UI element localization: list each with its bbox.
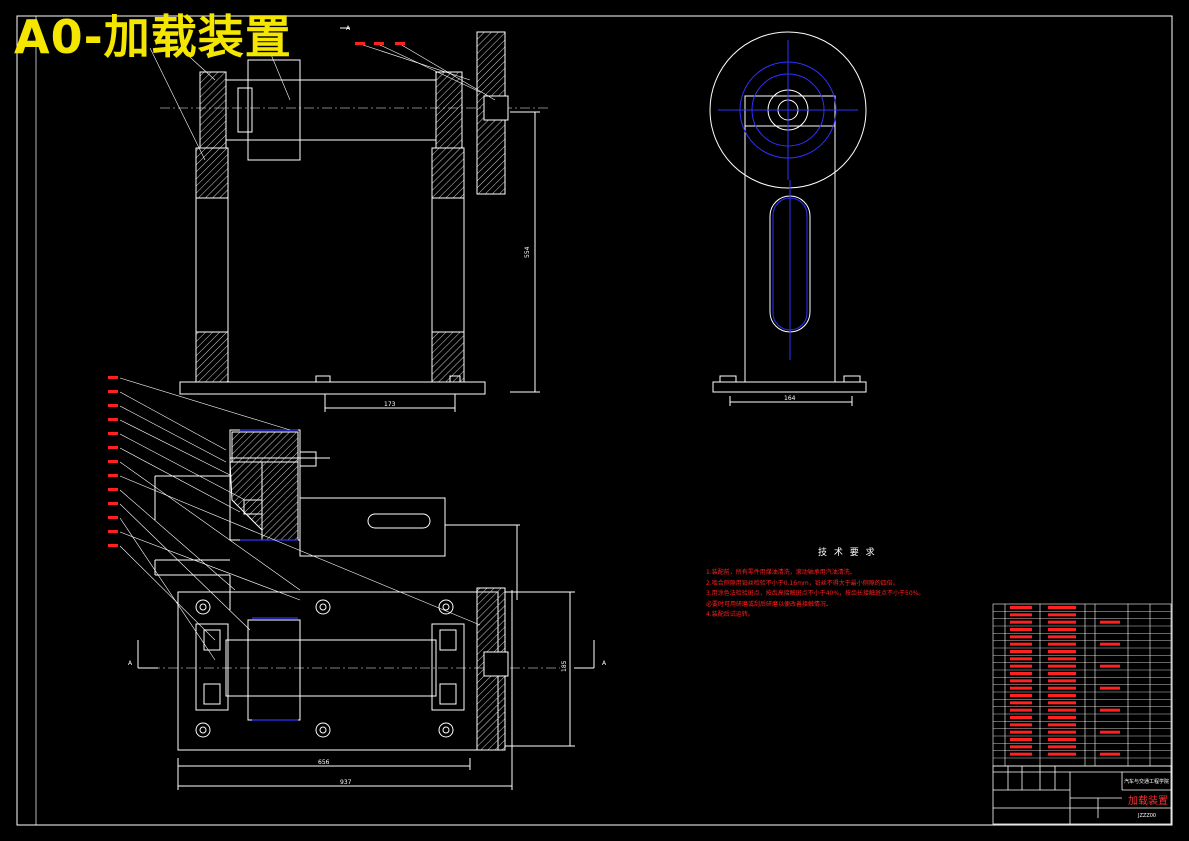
- parts-code-mark: [1010, 708, 1032, 712]
- tech-note: 1.装配前，所有零件用煤油清洗，滚动轴承用汽油清洗。: [706, 569, 856, 576]
- parts-code-mark: [1010, 716, 1032, 719]
- dim-front-width: 173: [384, 401, 396, 408]
- title-block: [992, 765, 1172, 825]
- parts-code-mark: [1010, 635, 1032, 639]
- parts-code-mark: [1010, 738, 1032, 741]
- tech-note: 3.用涂色法检验斑点，按齿高接触斑点不小于40%，按齿长接触斑点不小于50%。: [706, 590, 925, 597]
- parts-material-mark: [1100, 708, 1120, 712]
- parts-name-mark: [1048, 613, 1076, 617]
- tech-requirements-title: 技 术 要 求: [818, 548, 877, 558]
- title-block-school: 汽车与交通工程学院: [1124, 779, 1170, 785]
- parts-material-mark: [1100, 752, 1120, 756]
- parts-name-mark: [1048, 642, 1076, 646]
- parts-material-mark: [1100, 642, 1120, 646]
- parts-code-mark: [1010, 752, 1032, 756]
- parts-name-mark: [1048, 672, 1076, 675]
- parts-name-mark: [1048, 686, 1076, 690]
- inner-border: [35, 15, 1173, 826]
- front-labels-red: [355, 42, 405, 45]
- parts-code-mark: [1010, 730, 1032, 734]
- sheet-border: [16, 15, 1173, 826]
- parts-code-mark: [1010, 628, 1032, 631]
- parts-code-mark: [1010, 606, 1032, 609]
- plan-center-blue: [240, 429, 298, 721]
- section-arrows: [137, 27, 595, 669]
- parts-material-mark: [1100, 730, 1120, 734]
- parts-code-mark: [1010, 642, 1032, 646]
- section-label-left: A: [128, 660, 133, 667]
- parts-name-mark: [1048, 679, 1076, 683]
- drawing-title: A0-加载装置: [14, 10, 292, 64]
- parts-code-mark: [1010, 701, 1032, 705]
- title-block-drawing-name: 加载装置: [1128, 796, 1168, 807]
- parts-rows: [993, 611, 1171, 759]
- parts-name-mark: [1048, 716, 1076, 719]
- side-view: [709, 31, 867, 406]
- parts-name-mark: [1048, 606, 1076, 609]
- parts-code-mark: [1010, 650, 1032, 653]
- parts-material-mark: [1100, 620, 1120, 624]
- parts-code-mark: [1010, 679, 1032, 683]
- parts-code-mark: [1010, 613, 1032, 617]
- section-label-right: A: [602, 660, 607, 667]
- parts-name-mark: [1048, 650, 1076, 653]
- dim-front-height: 554: [524, 246, 531, 258]
- parts-name-mark: [1048, 628, 1076, 631]
- parts-code-mark: [1010, 664, 1032, 668]
- tech-requirements-notes: 1.装配前，所有零件用煤油清洗，滚动轴承用汽油清洗。 2.啮合侧隙用铅丝检验不小…: [706, 568, 924, 621]
- parts-code-mark: [1010, 620, 1032, 624]
- front-view: [160, 31, 550, 412]
- front-leaders: [149, 43, 496, 161]
- parts-name-mark: [1048, 752, 1076, 756]
- parts-material-mark: [1100, 686, 1120, 690]
- section-label-top: A: [346, 25, 351, 32]
- side-view-center: [718, 40, 858, 360]
- parts-code-mark: [1010, 657, 1032, 661]
- plan-view: [150, 429, 575, 790]
- parts-name-mark: [1048, 620, 1076, 624]
- plan-labels-red: [108, 376, 118, 547]
- parts-red-entries: [1010, 606, 1120, 756]
- parts-name-mark: [1048, 738, 1076, 741]
- parts-name-mark: [1048, 701, 1076, 705]
- parts-name-mark: [1048, 694, 1076, 697]
- parts-name-mark: [1048, 657, 1076, 661]
- parts-name-mark: [1048, 730, 1076, 734]
- parts-name-mark: [1048, 635, 1076, 639]
- tech-note: 4.装配后试运转。: [706, 611, 754, 618]
- dim-plan-height: 185: [561, 660, 568, 672]
- tech-note: 必要时可用研磨或刮后研磨以便改善接触情况。: [706, 600, 833, 608]
- dim-side-width: 164: [784, 395, 796, 402]
- dim-plan-inner: 656: [318, 759, 330, 766]
- dim-plan-outer: 937: [340, 779, 352, 786]
- parts-code-mark: [1010, 672, 1032, 675]
- parts-material-mark: [1100, 664, 1120, 668]
- title-block-drawing-no: JZZZ00: [1138, 813, 1157, 819]
- parts-name-mark: [1048, 664, 1076, 668]
- parts-code-mark: [1010, 694, 1032, 697]
- tech-note: 2.啮合侧隙用铅丝检验不小于0.16mm，铅丝不得大于最小侧隙的四倍。: [706, 579, 899, 587]
- parts-code-mark: [1010, 686, 1032, 690]
- plan-leaders: [119, 377, 481, 661]
- parts-name-mark: [1048, 723, 1076, 727]
- parts-name-mark: [1048, 745, 1076, 749]
- parts-code-mark: [1010, 723, 1032, 727]
- parts-name-mark: [1048, 708, 1076, 712]
- parts-code-mark: [1010, 745, 1032, 749]
